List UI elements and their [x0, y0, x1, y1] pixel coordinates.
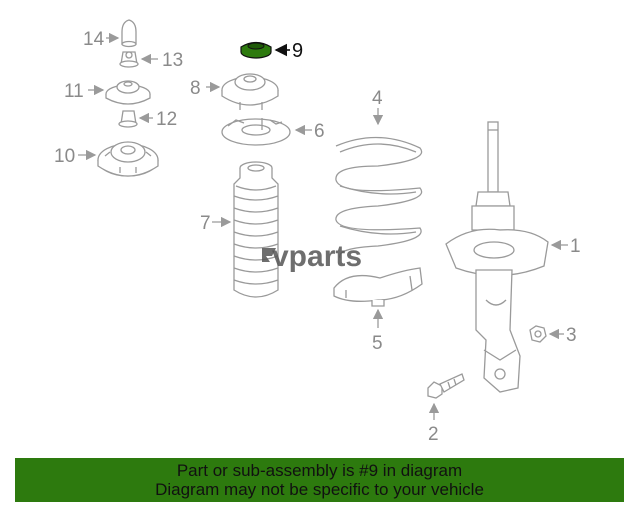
callout-7: 7 [200, 213, 211, 234]
banner-line-2: Diagram may not be specific to your vehi… [155, 480, 484, 499]
part-10-strut-mount [97, 141, 159, 177]
part-9-isolator [240, 41, 272, 59]
callout-10: 10 [54, 146, 75, 167]
part-3-nut [529, 325, 547, 343]
banner-line-1: Part or sub-assembly is #9 in diagram [176, 461, 463, 480]
part-1-strut [445, 121, 549, 393]
part-4-coil-spring [335, 136, 423, 259]
callout-9: 9 [292, 40, 303, 62]
callout-14: 14 [83, 29, 105, 50]
callout-8: 8 [190, 78, 201, 99]
callout-12: 12 [156, 109, 177, 130]
part-11-mount-plate [105, 80, 151, 105]
part-8-upper-mount [221, 73, 279, 110]
part-2-bolt [427, 373, 465, 399]
callout-5: 5 [372, 333, 383, 354]
part-12-nut [118, 110, 138, 128]
callout-13: 13 [162, 50, 183, 71]
callout-4: 4 [372, 88, 383, 109]
part-14-cap [121, 19, 137, 48]
part-5-lower-seat [333, 267, 423, 307]
vparts-watermark: vparts [262, 240, 362, 273]
callout-6: 6 [314, 121, 325, 142]
callout-3: 3 [566, 325, 577, 346]
part-13-nut [119, 51, 139, 68]
parts-diagram: 14 13 11 12 10 9 [54, 19, 581, 445]
part-6-spring-seat [221, 118, 291, 146]
svg-text:vparts: vparts [272, 240, 362, 273]
part-7-dust-boot [233, 161, 279, 298]
callout-1: 1 [570, 236, 581, 257]
callout-2: 2 [428, 424, 439, 445]
callout-11: 11 [64, 81, 84, 102]
info-banner: Part or sub-assembly is #9 in diagram Di… [15, 458, 624, 502]
